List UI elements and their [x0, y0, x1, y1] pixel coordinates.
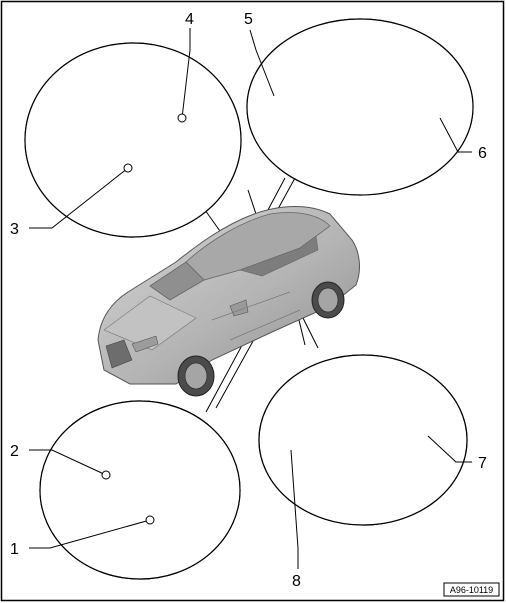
car-illustration	[97, 206, 360, 397]
detail-bottom-right	[258, 354, 468, 526]
car-side-window	[239, 235, 319, 277]
detail-top-left	[24, 42, 242, 238]
callout-5: 5	[244, 11, 253, 28]
detail-bottom-left	[39, 400, 241, 580]
callout-3: 3	[10, 221, 19, 238]
car-headlight	[131, 335, 159, 353]
callout-6: 6	[478, 145, 487, 162]
callout-8: 8	[292, 573, 301, 590]
car-windshield	[149, 261, 205, 301]
reference-code: A96-10119	[450, 585, 493, 595]
car-door-line	[211, 291, 301, 341]
car-grille	[105, 339, 133, 369]
leader-lines	[29, 28, 472, 569]
reference-code-box: A96-10119	[443, 582, 500, 597]
callout-1: 1	[10, 541, 19, 558]
car-roof	[185, 212, 331, 281]
callout-labels: 1 2 3 4 5 6 7 8	[10, 11, 487, 590]
target-markers	[101, 113, 187, 525]
rear-wheel-rim	[317, 287, 339, 313]
detail-top-right	[246, 18, 474, 196]
front-wheel-rim	[184, 362, 208, 390]
callout-7: 7	[478, 455, 487, 472]
callout-2: 2	[10, 443, 19, 460]
callout-4: 4	[185, 11, 194, 28]
